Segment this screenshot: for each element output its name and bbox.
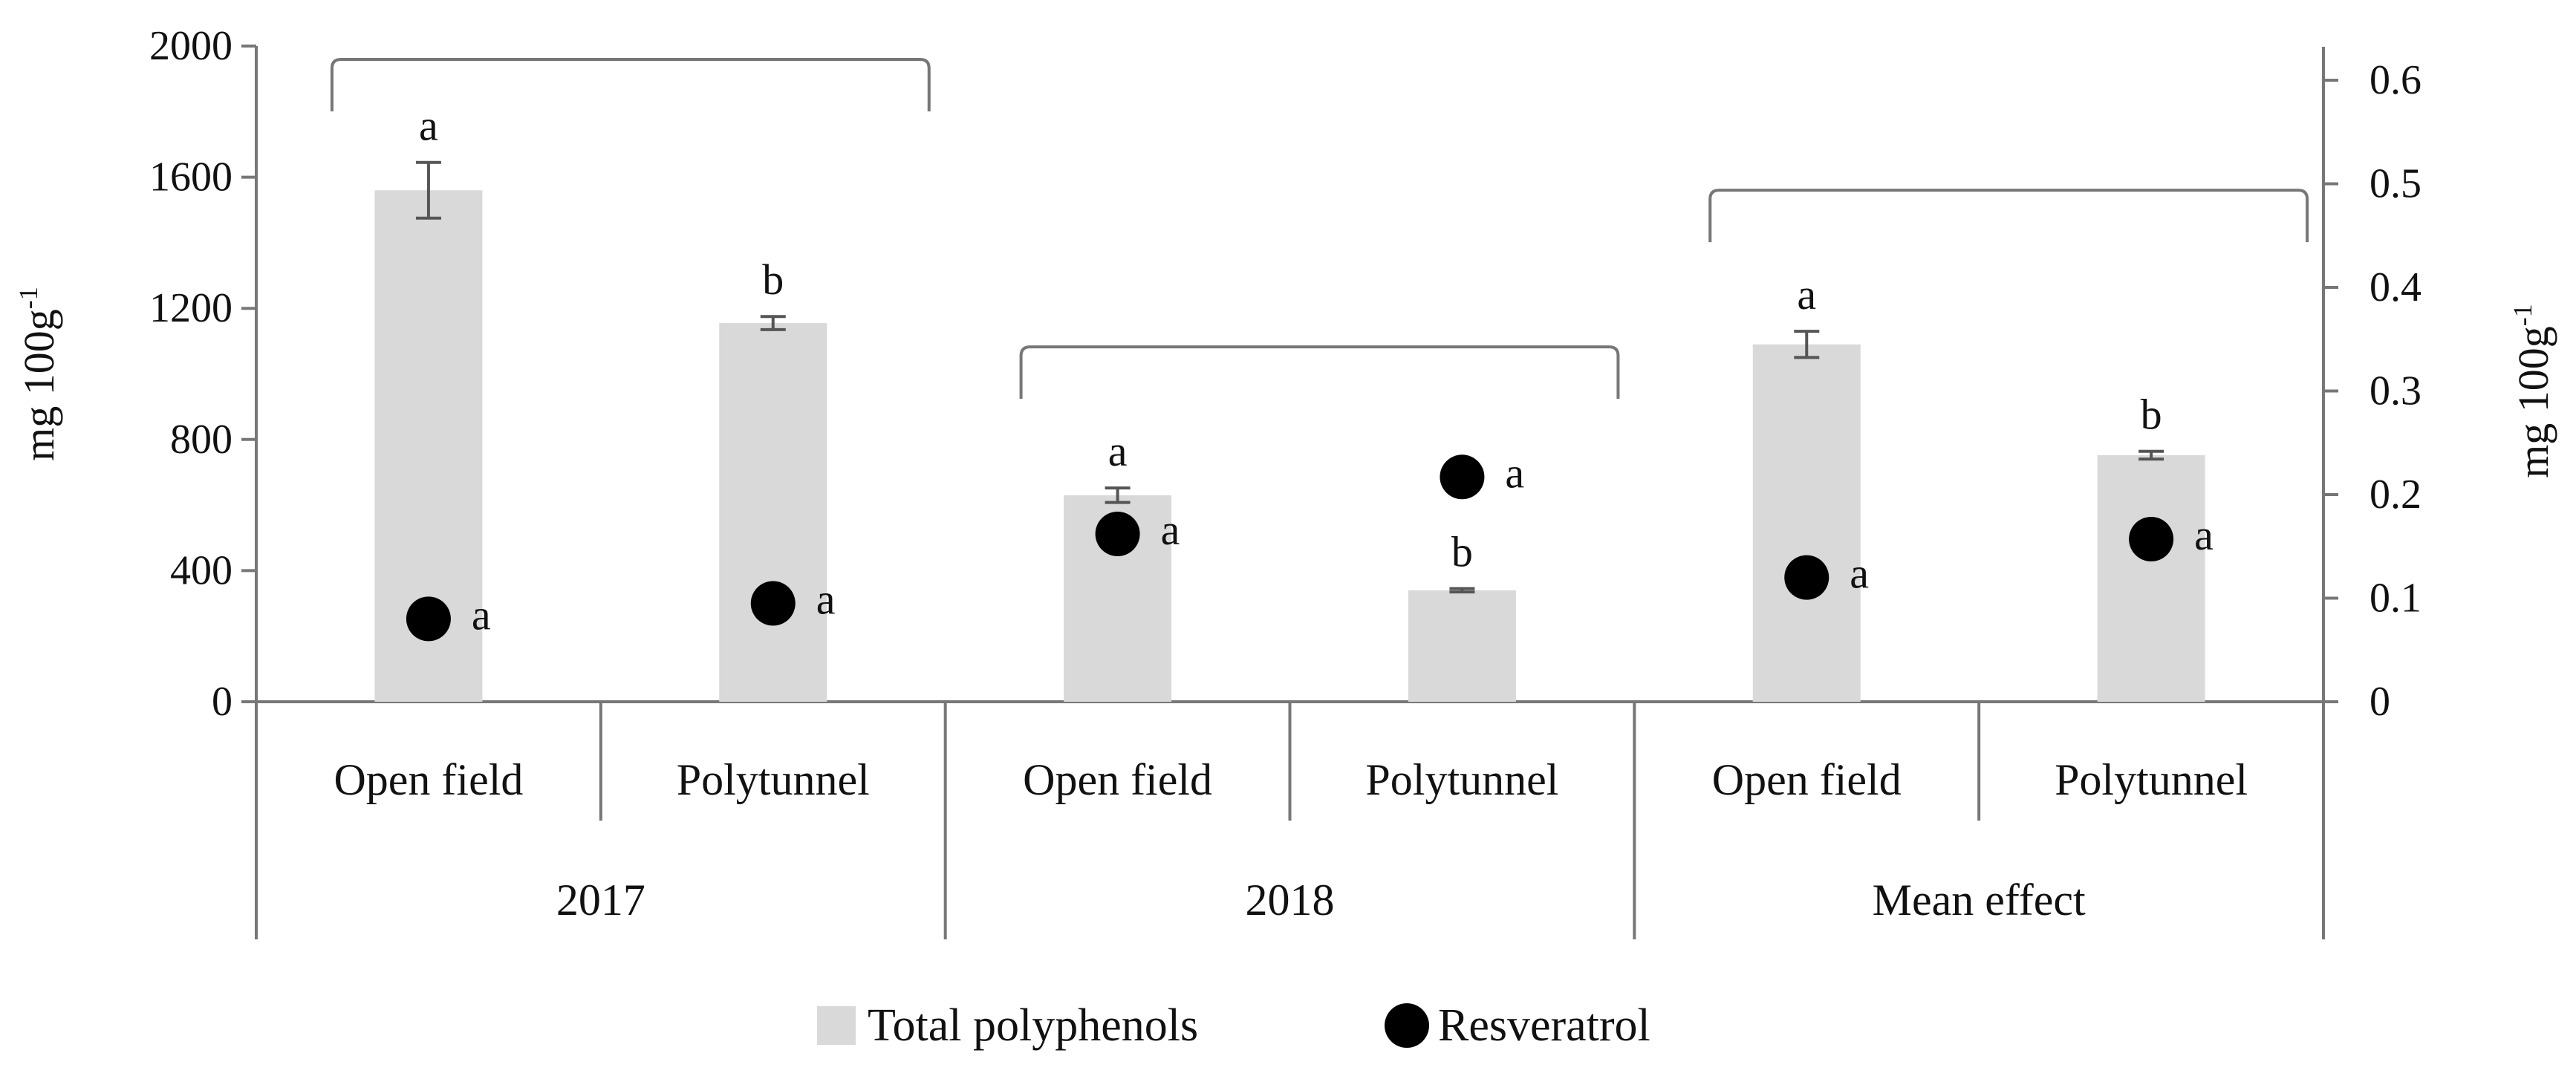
point-significance-letter: a (472, 590, 491, 639)
legend-swatch-resveratrol (1385, 1003, 1429, 1048)
right-axis-tick-label: 0.5 (2370, 161, 2421, 207)
left-axis-tick-label: 2000 (149, 23, 232, 69)
right-axis-tick-label: 0.3 (2370, 368, 2421, 414)
group-bracket (1019, 345, 1620, 400)
bar-total-polyphenols (2097, 454, 2205, 702)
category-label: Polytunnel (677, 755, 870, 804)
bars-layer (374, 160, 2205, 702)
point-significance-letter: a (1850, 550, 1869, 598)
left-axis-tick-label: 800 (170, 417, 232, 463)
point-resveratrol (1095, 512, 1140, 557)
right-axis-tick-label: 0.6 (2370, 57, 2421, 103)
point-resveratrol (1440, 454, 1485, 500)
category-label: Open field (334, 755, 523, 804)
group-label: 2018 (1246, 876, 1335, 925)
bar-significance-letter: b (762, 255, 784, 304)
bar-significance-letter: a (419, 102, 438, 150)
category-label: Polytunnel (2055, 755, 2248, 804)
bar-total-polyphenols (1752, 344, 1861, 702)
group-label: 2017 (556, 876, 645, 925)
bar-significance-letter: b (2141, 391, 2162, 439)
point-significance-letter: a (1161, 506, 1180, 554)
legend-label-resveratrol: Resveratrol (1438, 1000, 1650, 1051)
left-axis-tick-label: 400 (170, 547, 232, 593)
right-axis-tick-label: 0.4 (2370, 264, 2421, 310)
labels-layer: Open field Polytunnel Open field Polytunnel… (330, 58, 2309, 925)
left-axis-tick-label: 0 (212, 679, 232, 725)
axes-layer: 0 400 800 1200 1600 2000 0 0.1 0.2 0.3 0.4 0.5 0.6 mg… (13, 23, 2557, 939)
bar-significance-letter: a (1108, 427, 1128, 475)
group-label: Mean effect (1873, 876, 2086, 925)
left-axis-title-sup: -1 (13, 287, 43, 309)
bar-total-polyphenols (1408, 590, 1516, 702)
point-resveratrol (2129, 516, 2174, 561)
right-axis-tick-label: 0 (2370, 679, 2390, 725)
right-axis-title-text: mg 100g (2509, 326, 2557, 478)
left-axis-title: mg 100g-1 (13, 287, 63, 461)
legend: Total polyphenols Resveratrol (817, 1000, 1650, 1051)
legend-swatch-total-polyphenols (817, 1006, 856, 1045)
right-axis-title: mg 100g-1 (2508, 304, 2557, 478)
category-label: Open field (1023, 755, 1212, 804)
right-axis-title-sup: -1 (2508, 304, 2537, 326)
category-label: Polytunnel (1365, 755, 1558, 804)
group-bracket (330, 58, 931, 111)
left-axis-tick-label: 1200 (149, 285, 232, 331)
left-axis-tick-label: 1600 (149, 154, 232, 201)
point-significance-letter: a (816, 575, 836, 623)
bar-significance-letter: a (1797, 270, 1816, 319)
bar-total-polyphenols (719, 323, 827, 702)
legend-label-total-polyphenols: Total polyphenols (868, 1000, 1198, 1051)
point-significance-letter: a (1505, 449, 1524, 497)
right-axis-tick-label: 0.1 (2370, 576, 2421, 622)
bar-significance-letter: b (1451, 528, 1473, 576)
category-label: Open field (1712, 755, 1902, 804)
point-resveratrol (406, 596, 451, 642)
point-resveratrol (750, 581, 796, 626)
point-resveratrol (1784, 555, 1829, 600)
group-bracket (1708, 189, 2309, 243)
right-axis-tick-label: 0.2 (2370, 472, 2421, 518)
point-significance-letter: a (2194, 511, 2214, 559)
points-layer (406, 454, 2174, 642)
left-axis-title-text: mg 100g (15, 309, 63, 461)
